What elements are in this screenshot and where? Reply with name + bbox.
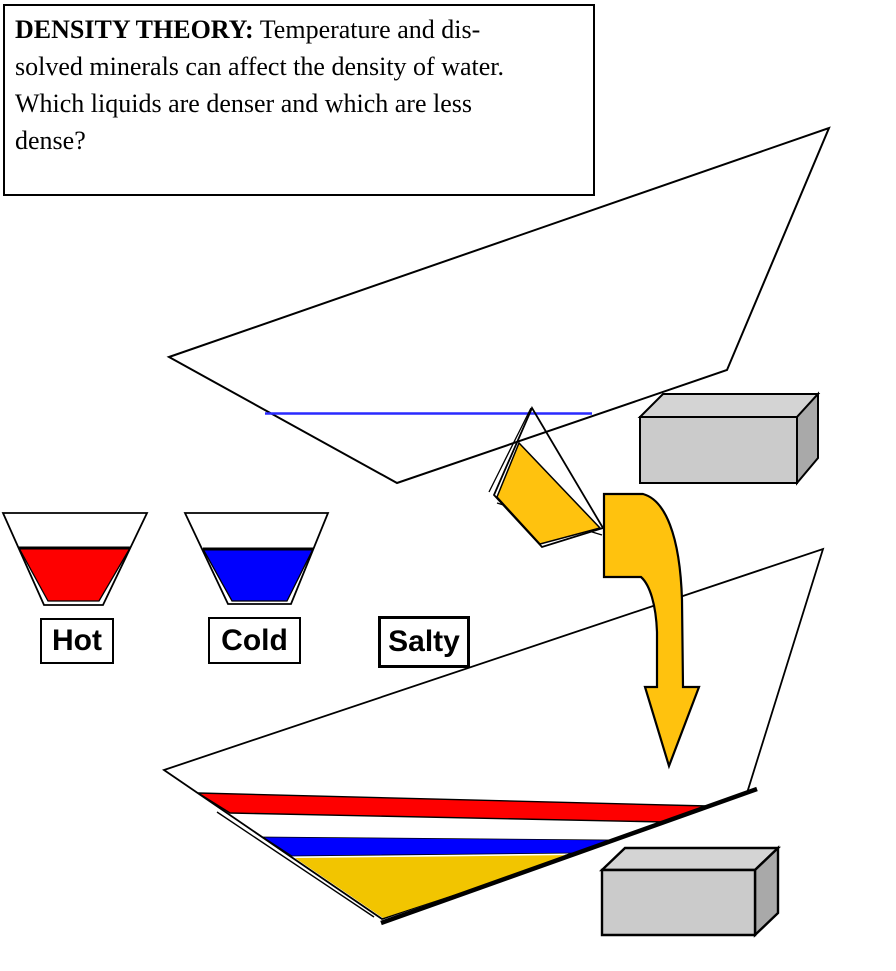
pouring-cup-liquid: [496, 441, 602, 545]
density-theory-text-box: DENSITY THEORY: Temperature and dis- sol…: [3, 4, 595, 196]
hot-label: Hot: [40, 618, 114, 664]
lower-tank-double-line: [216, 811, 375, 918]
layer-salty-gold: [295, 855, 575, 918]
density-box-line4: dense?: [15, 126, 86, 155]
lower-block-top-face: [599, 846, 781, 872]
cold-cup-liquid: [201, 548, 315, 602]
lower-tank-thick-edge: [380, 786, 758, 926]
upper-block: [637, 391, 821, 486]
pouring-cup: [488, 406, 605, 549]
pouring-cup-outline: [492, 406, 605, 549]
salty-label-text: Salty: [388, 625, 460, 658]
cold-cup: [183, 512, 330, 605]
density-box-line3: Which liquids are denser and which are l…: [15, 89, 473, 118]
density-box-line2: solved minerals can affect the density o…: [15, 52, 505, 81]
upper-block-front-face: [639, 416, 798, 484]
cold-label-text: Cold: [221, 623, 288, 657]
density-box-lead: DENSITY THEORY:: [15, 15, 254, 44]
pouring-cup-double-line-left: [488, 407, 532, 493]
layer-cold-blue: [261, 836, 613, 857]
salty-label: Salty: [378, 616, 470, 668]
hot-label-text: Hot: [52, 624, 102, 657]
cold-label: Cold: [208, 617, 301, 664]
upper-block-top-face: [637, 393, 821, 418]
pour-arrow-down-icon: [602, 492, 701, 770]
lower-block-front-face: [600, 868, 757, 937]
hot-cup: [1, 512, 149, 606]
upper-tank-outline: [166, 126, 831, 485]
hot-cup-liquid: [17, 547, 132, 602]
density-box-line1: Temperature and dis-: [259, 15, 481, 44]
lower-block: [599, 845, 781, 938]
